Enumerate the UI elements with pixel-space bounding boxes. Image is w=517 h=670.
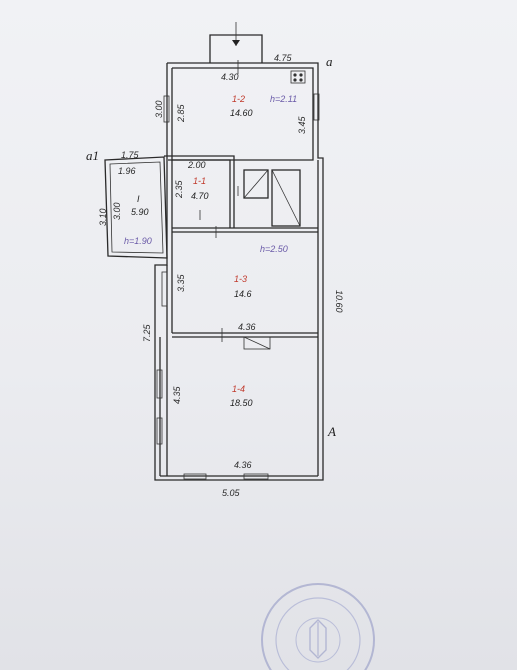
room-1-3: h=2.50 1-3 14.6	[234, 244, 288, 299]
official-stamp	[261, 583, 375, 670]
dim-top-inner: 4.30	[221, 72, 239, 82]
dim-annex-inner-side: 3.00	[112, 202, 122, 220]
dim-left-top-inner: 2.85	[176, 103, 186, 123]
room-number: 1-4	[232, 384, 245, 394]
dim-room3-bottom: 4.36	[238, 322, 256, 332]
letter-main: а	[326, 54, 333, 69]
dim-right-top: 3.45	[297, 115, 307, 134]
dim-room11-side: 2.35	[174, 179, 184, 199]
dim-room4-side: 4.35	[172, 385, 182, 404]
dim-annex-outer-side: 3.10	[98, 208, 108, 226]
dim-left-overall: 7.25	[142, 323, 152, 342]
room-area: 14.6	[234, 289, 252, 299]
dim-annex-inner: 1.96	[118, 166, 136, 176]
room-area: 4.70	[191, 191, 209, 201]
room-number: 1-1	[193, 176, 206, 186]
dim-right-overall: 10.60	[334, 290, 344, 313]
dim-annex-top: 1.75	[121, 150, 140, 160]
dim-room3-side: 3.35	[176, 273, 186, 292]
dim-room11-top: 2.00	[187, 160, 206, 170]
walls	[104, 22, 324, 481]
dim-bottom-outer: 5.05	[222, 488, 241, 498]
room-height: h=1.90	[124, 236, 152, 246]
letter-annex: а1	[86, 148, 99, 163]
room-area: 14.60	[230, 108, 253, 118]
room-number: 1-3	[234, 274, 247, 284]
room-number: 1-2	[232, 94, 245, 104]
room-height: h=2.50	[260, 244, 288, 254]
room-area: 18.50	[230, 398, 253, 408]
letter-building: А	[327, 424, 336, 439]
dim-room4-bottom: 4.36	[234, 460, 252, 470]
room-1-1: 1-1 4.70	[191, 176, 209, 201]
room-area: 5.90	[131, 207, 149, 217]
room-annex-i: I 5.90 h=1.90	[124, 194, 152, 246]
dim-left-top: 3.00	[154, 100, 164, 118]
dim-top-entry: 4.75	[274, 53, 293, 63]
room-height: h=2.11	[270, 94, 297, 104]
room-number: I	[137, 194, 140, 204]
room-1-4: 1-4 18.50	[230, 384, 253, 408]
room-1-2: 1-2 14.60 h=2.11	[230, 94, 297, 118]
